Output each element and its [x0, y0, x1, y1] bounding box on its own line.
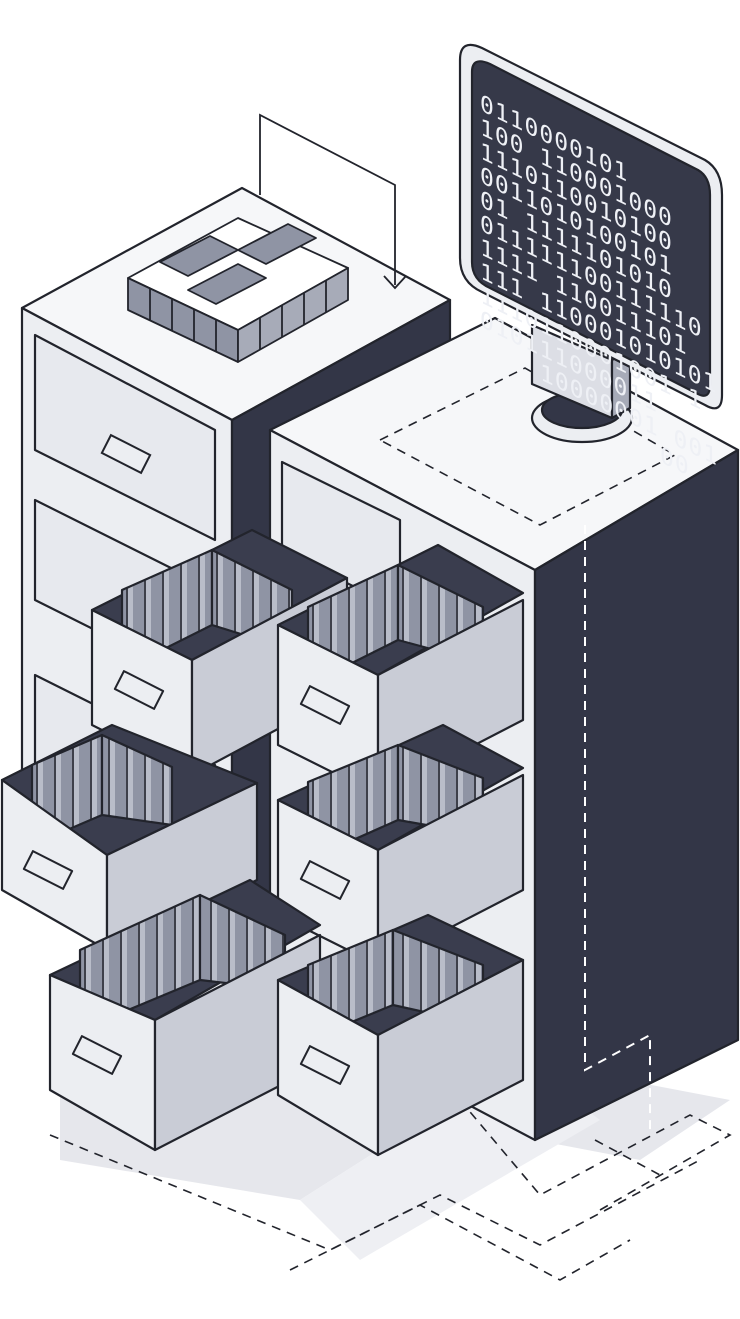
- connector-arrow: [259, 113, 407, 290]
- side-dashed-line: [584, 525, 651, 1130]
- cube-stack: [127, 217, 349, 363]
- top-dashed-outline: [378, 367, 677, 526]
- open-drawer-bottom-right: [276, 913, 525, 1157]
- monitor: [458, 43, 724, 444]
- left-cabinet-handle: [100, 433, 152, 475]
- dashed-floor-lines: [49, 1099, 732, 1281]
- open-drawer-middle-left: [0, 723, 259, 952]
